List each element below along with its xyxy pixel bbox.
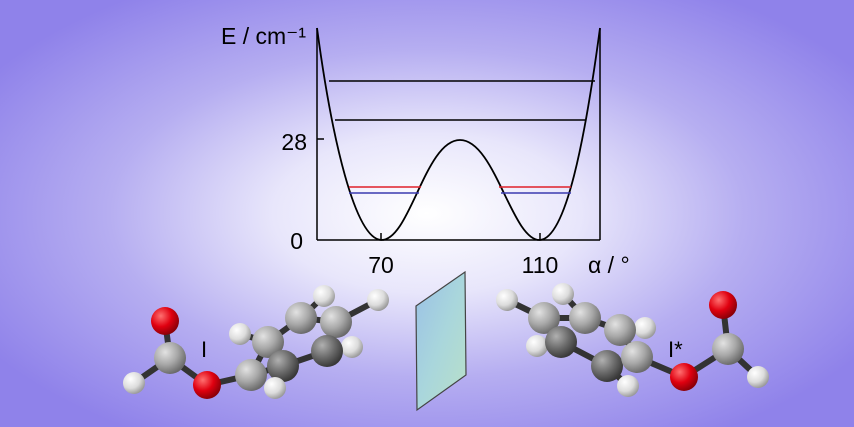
hydrogen-atom: [496, 289, 518, 311]
hydrogen-atom: [229, 323, 251, 345]
carbon-atom: [591, 350, 623, 382]
molecule-right: I*: [496, 283, 769, 397]
carbon-atom: [154, 342, 186, 374]
carbon-atom: [252, 326, 284, 358]
energy-plot: E / cm⁻¹ 28 0 70 110 α / °: [221, 23, 630, 278]
hydrogen-atom: [617, 375, 639, 397]
double-well-potential-curve: [316, 27, 601, 241]
molecule-label-right: I*: [668, 337, 683, 362]
oxygen-atom: [151, 307, 179, 335]
carbon-atom: [311, 335, 343, 367]
hydrogen-atom: [552, 283, 574, 305]
y-axis-label: E / cm⁻¹: [221, 23, 306, 49]
carbon-atom: [528, 302, 560, 334]
carbon-atom: [235, 359, 267, 391]
hydrogen-atom: [367, 289, 389, 311]
hydrogen-atom: [264, 377, 286, 399]
carbon-atom: [604, 314, 636, 346]
carbon-atom: [267, 350, 299, 382]
carbon-atom: [569, 302, 601, 334]
x-tick-label-70: 70: [368, 252, 394, 278]
oxygen-atom: [193, 371, 221, 399]
oxygen-atom: [670, 363, 698, 391]
carbon-atom: [285, 302, 317, 334]
carbon-atom: [621, 341, 653, 373]
carbon-atom: [712, 333, 744, 365]
hydrogen-atom: [634, 317, 656, 339]
x-axis-label: α / °: [588, 252, 630, 278]
y-tick-label-0: 0: [290, 228, 303, 254]
hydrogen-atom: [313, 285, 335, 307]
y-tick-label-28: 28: [281, 129, 307, 155]
hydrogen-atom: [747, 366, 769, 388]
x-tick-label-110: 110: [522, 252, 559, 278]
molecule-label-left: I: [201, 337, 207, 362]
hydrogen-atom: [123, 372, 145, 394]
carbon-atom: [320, 306, 352, 338]
hydrogen-atom: [341, 336, 363, 358]
mirror-plane: [415, 270, 467, 412]
hydrogen-atom: [526, 335, 548, 357]
oxygen-atom: [709, 291, 737, 319]
carbon-atom: [545, 326, 577, 358]
molecule-left: I: [123, 285, 389, 399]
